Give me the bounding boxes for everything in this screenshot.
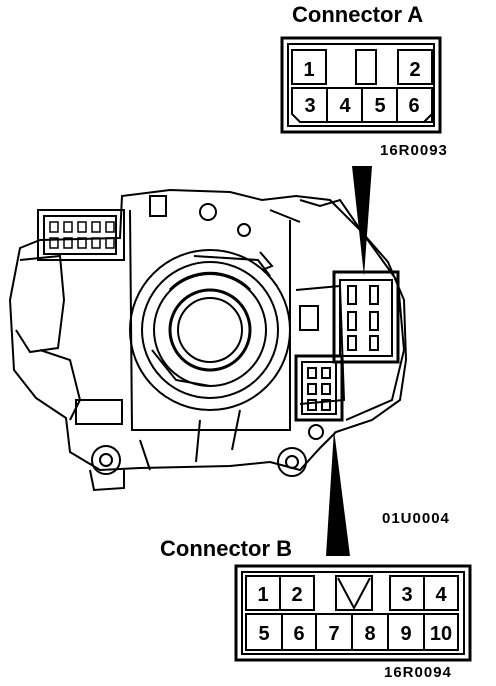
connector-b-pin: 6 [293, 623, 304, 645]
connector-b-pins: 1 2 3 4 5 6 7 8 9 10 [257, 584, 452, 645]
connector-a-pointer [352, 166, 372, 276]
assembly-code: 01U0004 [382, 510, 450, 527]
connector-b-pin: 9 [400, 623, 411, 645]
connector-a-pin: 1 [303, 59, 314, 81]
connector-b-pin: 7 [328, 623, 339, 645]
clock-spring-assembly [8, 188, 408, 492]
connector-a-title: Connector A [292, 2, 424, 27]
connector-b-pin: 2 [291, 584, 302, 606]
connector-b-pointer [326, 430, 350, 556]
connector-a-drawing [280, 36, 442, 134]
connector-a-pins: 1 2 3 4 5 6 [303, 59, 420, 117]
connector-a-pin: 5 [374, 95, 385, 117]
connector-b-title: Connector B [160, 536, 292, 561]
connector-b-drawing [234, 564, 472, 662]
connector-a-pin: 6 [408, 95, 419, 117]
connector-b-pin: 1 [257, 584, 268, 606]
connector-a-pin: 4 [339, 95, 351, 117]
connector-a-pin: 3 [304, 95, 315, 117]
connector-b-pin: 3 [401, 584, 412, 606]
connector-b-pin: 4 [435, 584, 447, 606]
connector-a-pin: 2 [409, 59, 420, 81]
connector-b-pin: 8 [364, 623, 375, 645]
connector-a-code: 16R0093 [380, 142, 448, 159]
connector-b-code: 16R0094 [384, 664, 452, 681]
connector-b-pin: 5 [258, 623, 269, 645]
connector-b-pin: 10 [430, 623, 452, 645]
